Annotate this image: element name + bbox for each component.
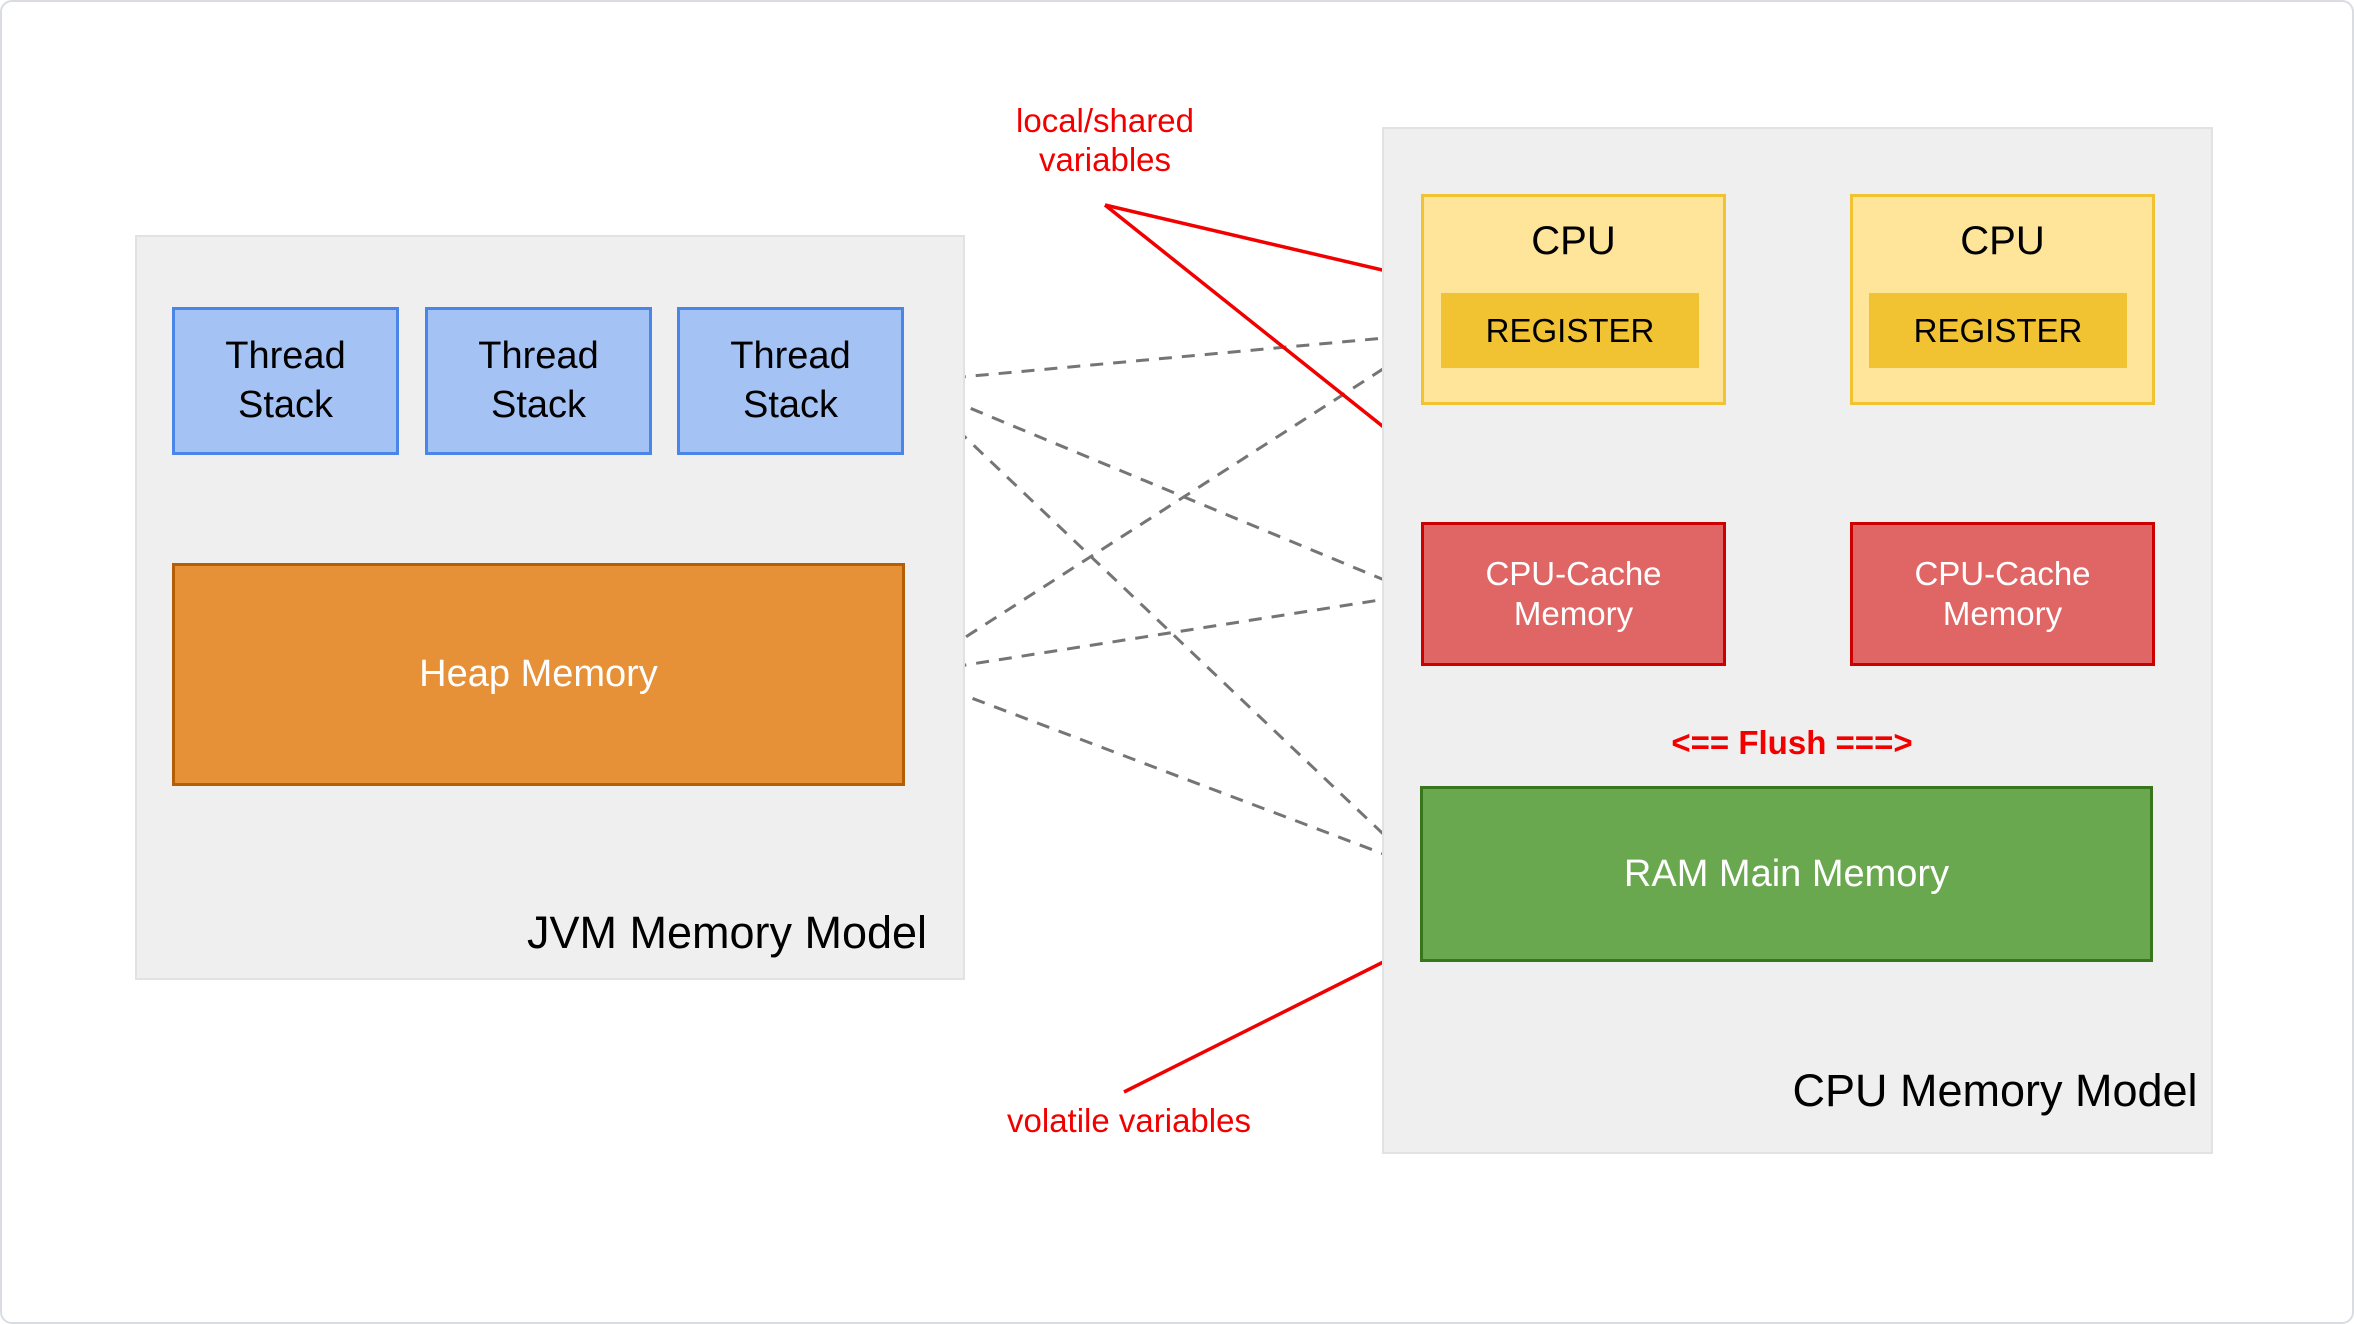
cpu-label: CPU xyxy=(1531,219,1616,263)
cpu-cache-box-2: CPU-Cache Memory xyxy=(1850,522,2155,666)
thread-stack-label: Thread Stack xyxy=(478,335,599,426)
dashed-link-threadstack-cache xyxy=(906,380,1419,596)
cpu-cache-box-1: CPU-Cache Memory xyxy=(1421,522,1726,666)
dashed-link-heap-cache xyxy=(907,587,1419,681)
register-label: REGISTER xyxy=(1913,311,2083,349)
thread-stack-box-1: Thread Stack xyxy=(172,307,399,455)
ram-main-memory-label: RAM Main Memory xyxy=(1623,852,1950,895)
register-box-1: REGISTER xyxy=(1441,293,1699,368)
dashed-link-heap-register xyxy=(907,331,1440,676)
register-box-2: REGISTER xyxy=(1869,293,2127,368)
register-label: REGISTER xyxy=(1485,311,1655,349)
cpu-cache-label: CPU-Cache Memory xyxy=(1914,554,2091,632)
jvm-panel-title: JVM Memory Model xyxy=(526,907,928,958)
dashed-link-threadstack-ram xyxy=(905,380,1420,869)
volatile-variables-annotation: volatile variables xyxy=(1007,1102,1251,1139)
cpu-label: CPU xyxy=(1960,219,2045,263)
thread-stack-box-3: Thread Stack xyxy=(677,307,904,455)
ram-main-memory-box: RAM Main Memory xyxy=(1420,786,2153,962)
cpu-panel-title: CPU Memory Model xyxy=(1792,1065,2198,1116)
flush-annotation: <== Flush ===> xyxy=(1671,724,1913,761)
heap-memory-label: Heap Memory xyxy=(419,653,658,695)
thread-stack-box-2: Thread Stack xyxy=(425,307,652,455)
local-shared-variables-annotation: local/shared variables xyxy=(1016,102,1194,178)
cpu-cache-label: CPU-Cache Memory xyxy=(1485,554,1662,632)
dashed-link-heap-ram xyxy=(907,672,1419,869)
thread-stack-label: Thread Stack xyxy=(730,335,851,426)
heap-memory-box: Heap Memory xyxy=(172,563,905,786)
thread-stack-label: Thread Stack xyxy=(225,335,346,426)
dashed-link-threadstack-register xyxy=(906,324,1440,391)
